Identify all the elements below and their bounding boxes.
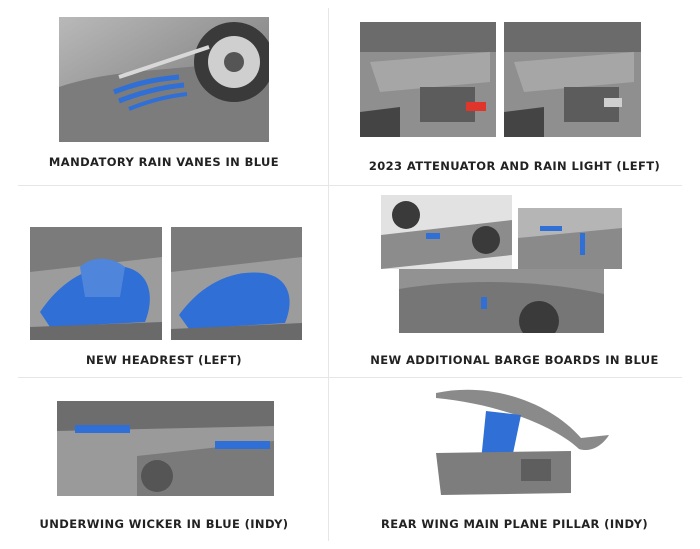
underwing-render	[57, 401, 274, 496]
attenuator-render-left	[360, 22, 496, 137]
row-divider-2	[18, 377, 682, 378]
cell-headrest: NEW HEADREST (LEFT)	[0, 186, 328, 377]
cell-rain-vanes: MANDATORY RAIN VANES IN BLUE	[0, 0, 328, 185]
attenuator-render-right	[504, 22, 641, 137]
barge-boards-render-bottom	[399, 269, 604, 333]
rear-wing-render	[431, 383, 609, 503]
cell-underwing: UNDERWING WICKER IN BLUE (INDY)	[0, 378, 328, 549]
cell-barge-boards: NEW ADDITIONAL BARGE BOARDS IN BLUE	[329, 186, 700, 377]
cell-attenuator: 2023 ATTENUATOR AND RAIN LIGHT (LEFT)	[329, 0, 700, 185]
headrest-render-left	[30, 227, 162, 340]
rear-wing-caption: REAR WING MAIN PLANE PILLAR (INDY)	[380, 517, 649, 531]
attenuator-caption: 2023 ATTENUATOR AND RAIN LIGHT (LEFT)	[368, 159, 661, 173]
underwing-caption: UNDERWING WICKER IN BLUE (INDY)	[39, 517, 289, 531]
headrest-render-right	[171, 227, 302, 340]
barge-boards-caption: NEW ADDITIONAL BARGE BOARDS IN BLUE	[370, 353, 659, 367]
cell-rear-wing: REAR WING MAIN PLANE PILLAR (INDY)	[329, 378, 700, 549]
barge-boards-render-top-right	[518, 208, 622, 269]
rain-vanes-caption: MANDATORY RAIN VANES IN BLUE	[48, 155, 280, 169]
rain-vanes-render	[59, 17, 269, 142]
barge-boards-render-top-left	[381, 195, 512, 269]
vertical-divider	[328, 8, 329, 541]
headrest-caption: NEW HEADREST (LEFT)	[86, 353, 242, 367]
row-divider-1	[18, 185, 682, 186]
